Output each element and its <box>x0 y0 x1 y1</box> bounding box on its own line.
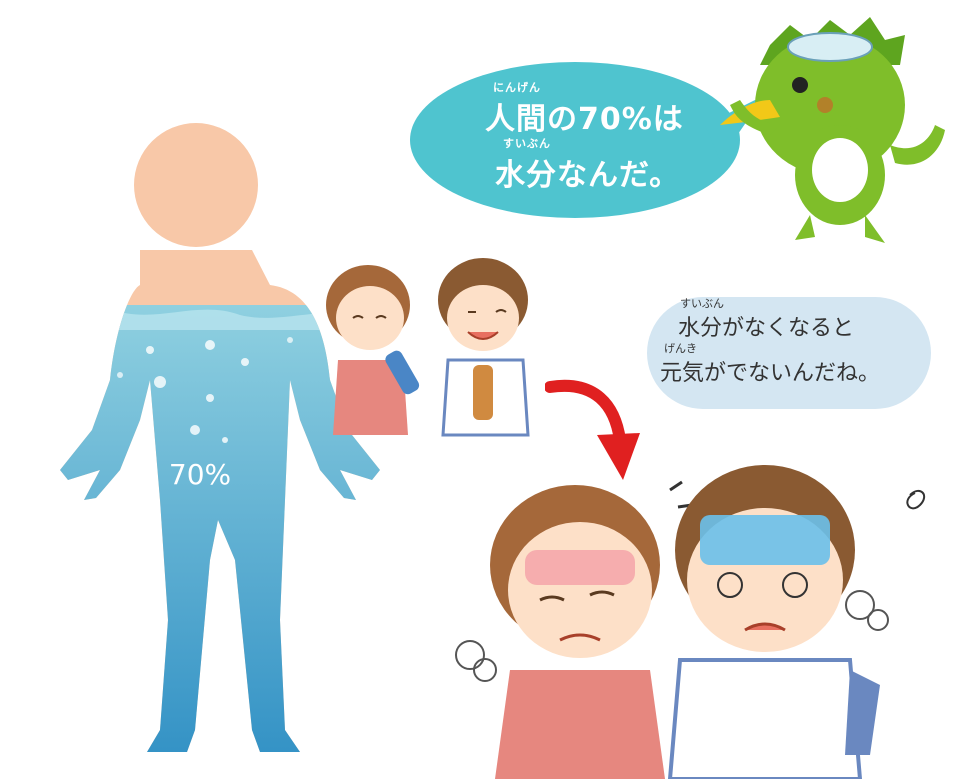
speech-right-line2-block: げんき 元気がでないんだね。 <box>660 343 880 387</box>
speech-top-ruby2: すいぶん <box>503 137 551 150</box>
speech-right-line1-block: すいぶん 水分がなくなると <box>678 298 854 342</box>
tired-kids-illustration <box>455 465 926 779</box>
speech-top-line2-block: すいぶん 水分なんだ。 <box>495 138 680 194</box>
speech-right-line1: 水分がなくなると <box>678 316 855 341</box>
red-arrow-icon <box>545 379 640 480</box>
human-body-figure <box>60 123 380 752</box>
kids-drinking-illustration <box>326 258 530 437</box>
water-percent-label: 70% <box>168 458 232 491</box>
speech-right-line2: 元気がでないんだね。 <box>660 361 881 386</box>
speech-top-line1: 人間の70%は <box>485 102 684 137</box>
speech-top-line1-block: にんげん 人間の70%は <box>485 82 684 138</box>
speech-top-ruby1: にんげん <box>493 81 541 94</box>
speech-right-ruby1: すいぶん <box>680 297 724 310</box>
speech-right-ruby2: げんき <box>664 342 697 355</box>
speech-bubble-right <box>647 297 931 409</box>
speech-top-line2: 水分なんだ。 <box>495 158 681 193</box>
kappa-character <box>720 17 945 243</box>
